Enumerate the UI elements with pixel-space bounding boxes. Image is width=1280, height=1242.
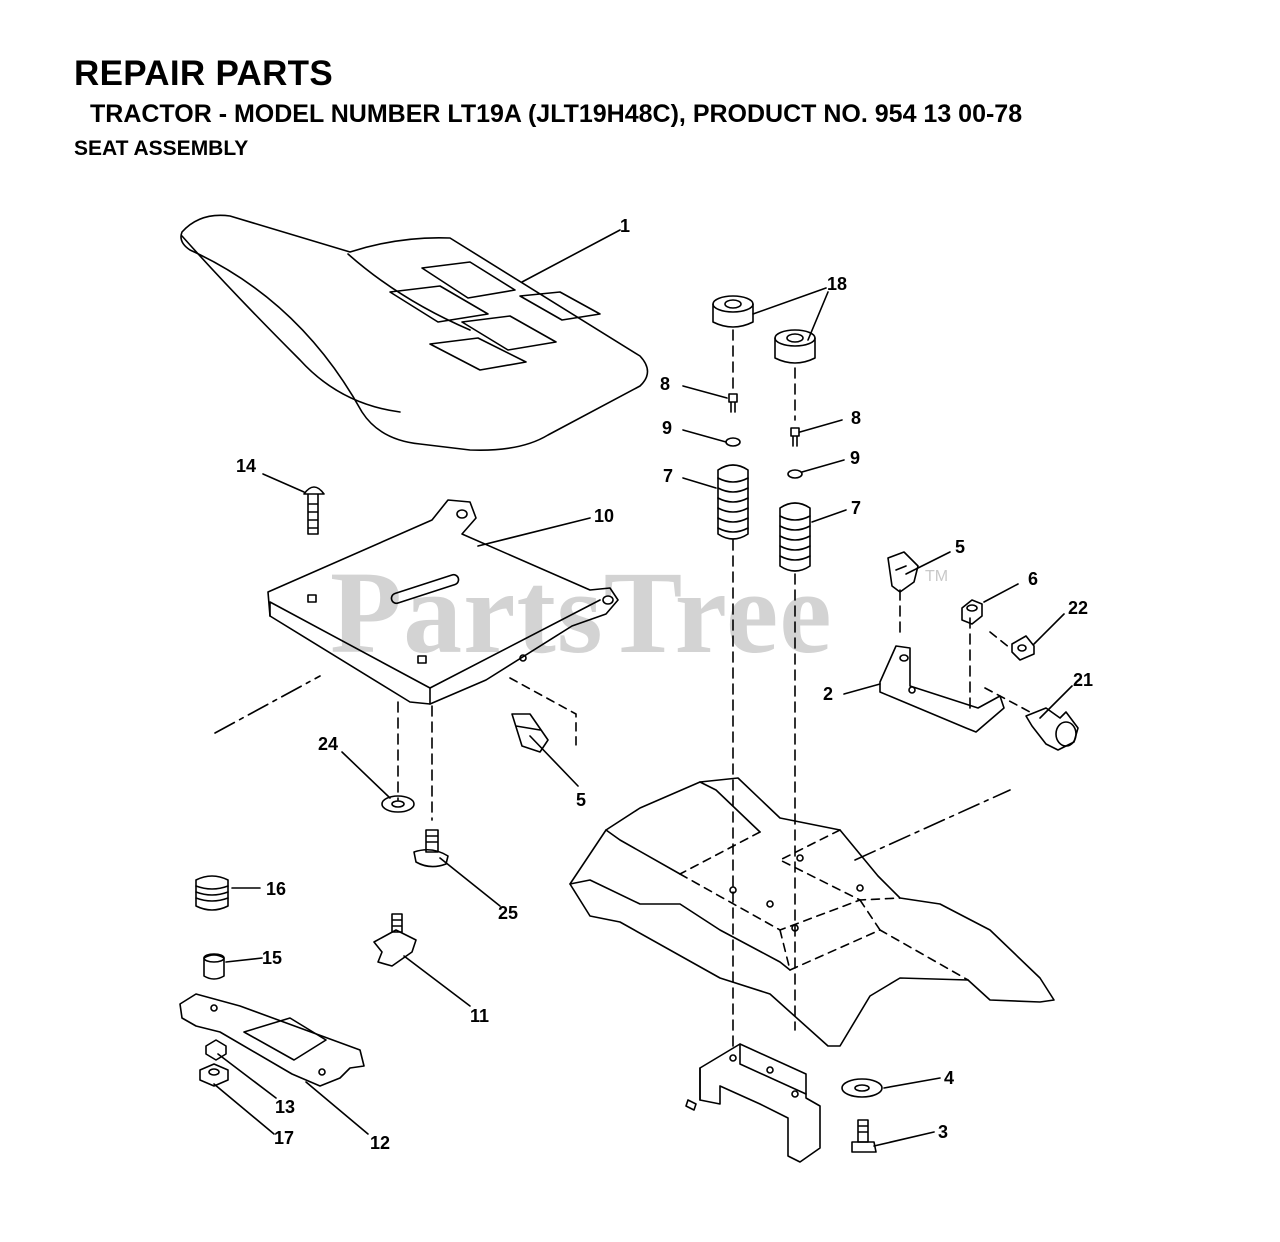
seat-pan-part (267, 499, 619, 705)
callout-8-left: 8 (660, 374, 670, 394)
callout-6: 6 (1028, 569, 1038, 589)
watermark-tm: TM (925, 568, 949, 585)
callout-25: 25 (498, 903, 518, 923)
callout-12: 12 (370, 1133, 390, 1153)
callout-16: 16 (266, 879, 286, 899)
callout-7-right: 7 (851, 498, 861, 518)
callout-11: 11 (470, 1006, 489, 1026)
page-title: REPAIR PARTS (74, 54, 333, 93)
header: REPAIR PARTS (74, 54, 333, 94)
callout-21: 21 (1073, 670, 1093, 690)
spacer-part (712, 295, 816, 364)
callout-3: 3 (938, 1122, 948, 1142)
callout-14: 14 (236, 456, 256, 476)
spring-part (717, 464, 811, 572)
callout-15: 15 (262, 948, 282, 968)
callout-9-right: 9 (850, 448, 860, 468)
section-title: SEAT ASSEMBLY (74, 137, 249, 160)
callout-5-upper: 5 (955, 537, 965, 557)
callout-24: 24 (318, 734, 338, 754)
chassis-part (569, 777, 1055, 1047)
callout-10: 10 (594, 506, 614, 526)
model-line: TRACTOR - MODEL NUMBER LT19A (JLT19H48C)… (90, 100, 1023, 128)
callout-1: 1 (620, 216, 630, 236)
callout-22: 22 (1068, 598, 1088, 618)
callout-13: 13 (275, 1097, 295, 1117)
callout-5-lower: 5 (576, 790, 586, 810)
callout-4: 4 (944, 1068, 954, 1088)
callout-9-left: 9 (662, 418, 672, 438)
watermark: PartsTree (330, 547, 833, 678)
callout-18: 18 (827, 274, 847, 294)
seat-part (180, 214, 649, 452)
callout-2: 2 (823, 684, 833, 704)
callout-7-left: 7 (663, 466, 673, 486)
callout-17: 17 (274, 1128, 294, 1148)
callout-8-right: 8 (851, 408, 861, 428)
